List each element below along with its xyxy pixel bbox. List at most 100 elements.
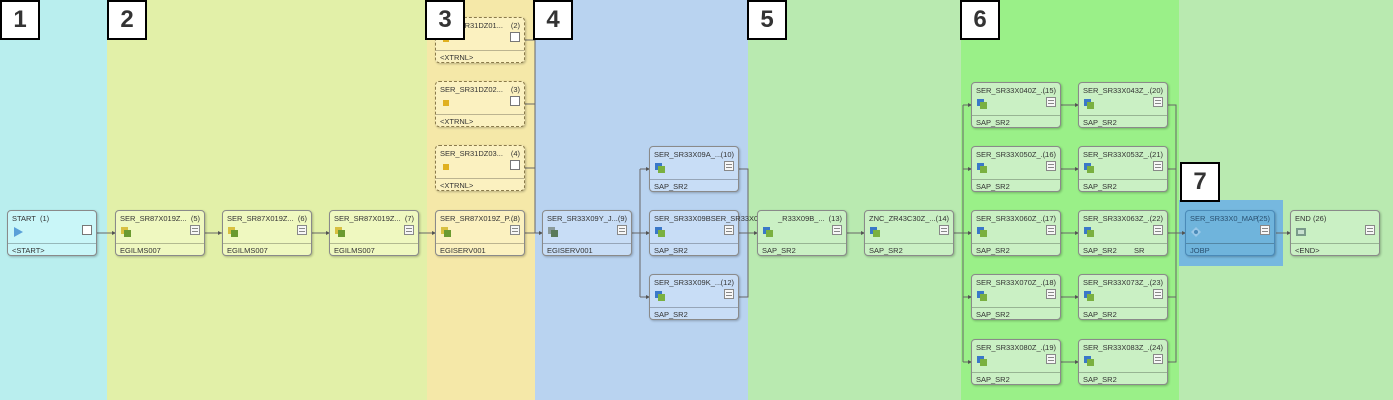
list-icon — [1046, 97, 1056, 107]
workflow-node-14[interactable]: ZNC_ZR43C30Z_... (14) SAP_SR2 — [864, 210, 954, 256]
node-title: SER_SR33X070Z_... — [976, 278, 1047, 287]
section-band-6 — [961, 0, 1179, 400]
node-number: (15) — [1042, 86, 1056, 95]
node-agent: SAP_SR2 — [976, 310, 1010, 319]
node-agent: SAP_SR2 — [1083, 310, 1117, 319]
section-marker-4: 4 — [533, 0, 573, 40]
workflow-node-17[interactable]: SER_SR33X060Z_... (17) SAP_SR2 — [971, 210, 1061, 256]
sap-job-icon — [1084, 227, 1094, 237]
node-title: SER_SR33X080Z_... — [976, 343, 1047, 352]
list-icon — [1153, 97, 1163, 107]
node-number: (17) — [1042, 214, 1056, 223]
workflow-node-12[interactable]: SER_SR33X09K_... (12) SAP_SR2 — [649, 274, 739, 320]
workflow-node-5[interactable]: SER_SR87X019Z... (5) EGILMS007 — [115, 210, 205, 256]
node-number: (9) — [617, 214, 627, 223]
node-number: (2) — [510, 21, 520, 30]
list-icon — [1046, 354, 1056, 364]
node-title: SER_SR87X019Z... — [227, 214, 294, 223]
node-title: SER_SR87X019Z... — [120, 214, 187, 223]
list-icon — [297, 225, 307, 235]
node-number: (7) — [404, 214, 414, 223]
list-icon — [1365, 225, 1375, 235]
sap-job-icon — [977, 356, 987, 366]
workflow-node-end[interactable]: END (26) <END> — [1290, 210, 1380, 256]
list-icon — [510, 225, 520, 235]
node-agent: SAP_SR2 — [654, 182, 688, 191]
sap-job-icon — [763, 227, 773, 237]
node-title: SER_SR33X050Z_... — [976, 150, 1047, 159]
workflow-node-11[interactable]: SER_SR33X09BSER_SR33X09B_... SAP_SR2 — [649, 210, 778, 256]
workflow-node-10[interactable]: SER_SR33X09A_... (10) SAP_SR2 — [649, 146, 739, 192]
workflow-node-7[interactable]: SER_SR87X019Z... (7) EGILMS007 — [329, 210, 419, 256]
list-icon — [1046, 225, 1056, 235]
node-number: (1) — [40, 214, 50, 223]
node-agent: SAP_SR2 — [1083, 118, 1117, 127]
external-icon — [443, 100, 449, 106]
list-icon — [724, 289, 734, 299]
workflow-node-18[interactable]: SER_SR33X070Z_... (18) SAP_SR2 — [971, 274, 1061, 320]
node-number: (3) — [510, 85, 520, 94]
jobplan-icon — [1191, 227, 1201, 237]
node-number: (23) — [1149, 278, 1163, 287]
play-icon — [14, 227, 23, 237]
node-title: SER_SR33X043Z_... — [1083, 86, 1154, 95]
workflow-node-9[interactable]: SER_SR33X09Y_J... (9) EGISERV001 — [542, 210, 632, 256]
node-title: SER_SR33X0_MAP... — [1190, 214, 1264, 223]
workflow-node-2[interactable]: SER_SR31DZ01... (2) <XTRNL> — [435, 17, 525, 63]
node-agent: SAP_SR2 — [976, 375, 1010, 384]
workflow-node-8[interactable]: SER_SR87X019Z_P... (8) EGISERV001 — [435, 210, 525, 256]
node-title: END — [1295, 214, 1311, 223]
node-agent: SAP_SR2 — [654, 310, 688, 319]
node-title: SER_SR33X063Z_... — [1083, 214, 1154, 223]
workflow-node-19[interactable]: SER_SR33X080Z_... (19) SAP_SR2 — [971, 339, 1061, 385]
section-band-2 — [107, 0, 427, 400]
workflow-node-16[interactable]: SER_SR33X050Z_... (16) SAP_SR2 — [971, 146, 1061, 192]
node-title: SER_SR33X040Z_... — [976, 86, 1047, 95]
workflow-node-23[interactable]: SER_SR33X073Z_... (23) SAP_SR2 — [1078, 274, 1168, 320]
checkbox-icon — [510, 160, 520, 170]
list-icon — [617, 225, 627, 235]
workflow-node-15[interactable]: SER_SR33X040Z_... (15) SAP_SR2 — [971, 82, 1061, 128]
node-number: (22) — [1149, 214, 1163, 223]
node-agent: <XTRNL> — [440, 117, 474, 126]
workflow-node-6[interactable]: SER_SR87X019Z... (6) EGILMS007 — [222, 210, 312, 256]
section-marker-7: 7 — [1180, 162, 1220, 202]
workflow-node-21[interactable]: SER_SR33X053Z_... (21) SAP_SR2 — [1078, 146, 1168, 192]
workflow-node-22[interactable]: SER_SR33X063Z_... (22) SAP_SR2 SR — [1078, 210, 1168, 256]
sap-job-icon — [977, 227, 987, 237]
node-agent: SAP_SR2 — [654, 246, 688, 255]
workflow-node-3[interactable]: SER_SR31DZ02... (3) <XTRNL> — [435, 81, 525, 127]
node-number: (5) — [190, 214, 200, 223]
node-number: (20) — [1149, 86, 1163, 95]
node-agent: SAP_SR2 — [762, 246, 796, 255]
section-marker-3: 3 — [425, 0, 465, 40]
node-number: (6) — [297, 214, 307, 223]
node-title: SER_SR33X09Y_J... — [547, 214, 618, 223]
section-band-4 — [535, 0, 748, 400]
node-number: (18) — [1042, 278, 1056, 287]
node-number: (16) — [1042, 150, 1056, 159]
node-number: (26) — [1313, 214, 1327, 223]
job-icon — [335, 227, 345, 237]
node-agent: EGISERV001 — [547, 246, 593, 255]
node-agent: SAP_SR2 — [976, 118, 1010, 127]
list-icon — [1046, 161, 1056, 171]
workflow-node-25[interactable]: SER_SR33X0_MAP... (25) JOBP — [1185, 210, 1275, 256]
section-marker-2: 2 — [107, 0, 147, 40]
section-marker-6: 6 — [960, 0, 1000, 40]
workflow-node-start[interactable]: START (1) <START> — [7, 210, 97, 256]
job-icon — [228, 227, 238, 237]
node-title: ZNC_ZR43C30Z_... — [869, 214, 936, 223]
workflow-node-13[interactable]: _R33X09B_... (13) SAP_SR2 — [757, 210, 847, 256]
workflow-node-4[interactable]: SER_SR31DZ03... (4) <XTRNL> — [435, 145, 525, 191]
node-number: (14) — [935, 214, 949, 223]
node-number: (8) — [510, 214, 520, 223]
node-title: SER_SR33X073Z_... — [1083, 278, 1154, 287]
node-number: (4) — [510, 149, 520, 158]
workflow-node-24[interactable]: SER_SR33X083Z_... (24) SAP_SR2 — [1078, 339, 1168, 385]
node-agent: <START> — [12, 246, 45, 255]
list-icon — [832, 225, 842, 235]
node-title: SER_SR33X083Z_... — [1083, 343, 1154, 352]
workflow-node-20[interactable]: SER_SR33X043Z_... (20) SAP_SR2 — [1078, 82, 1168, 128]
node-title: SER_SR33X053Z_... — [1083, 150, 1154, 159]
